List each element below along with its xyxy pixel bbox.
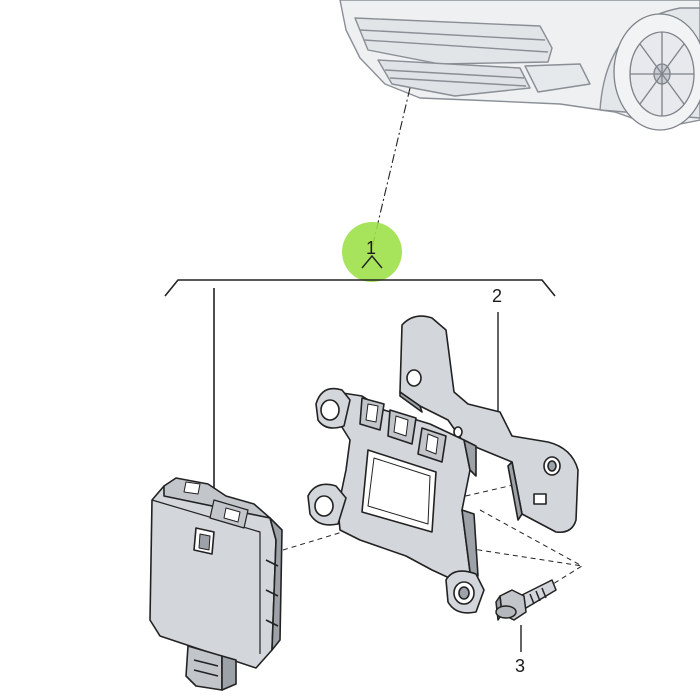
part-1-control-unit	[149, 477, 283, 691]
callout-3-label: 3	[515, 656, 525, 676]
callout-1-highlight	[342, 222, 402, 282]
callout-2-label: 2	[492, 286, 502, 306]
part-2-mounting-bracket	[307, 315, 579, 614]
leader-car-to-part1	[371, 87, 411, 249]
callout-1: 1	[342, 222, 402, 282]
car-wheel	[613, 13, 700, 131]
part-3-bolt	[495, 579, 557, 621]
callout-1-label: 1	[366, 238, 376, 258]
callout-2: 2	[492, 286, 502, 418]
callout-3: 3	[515, 625, 525, 676]
assembly-bracket	[164, 279, 556, 500]
